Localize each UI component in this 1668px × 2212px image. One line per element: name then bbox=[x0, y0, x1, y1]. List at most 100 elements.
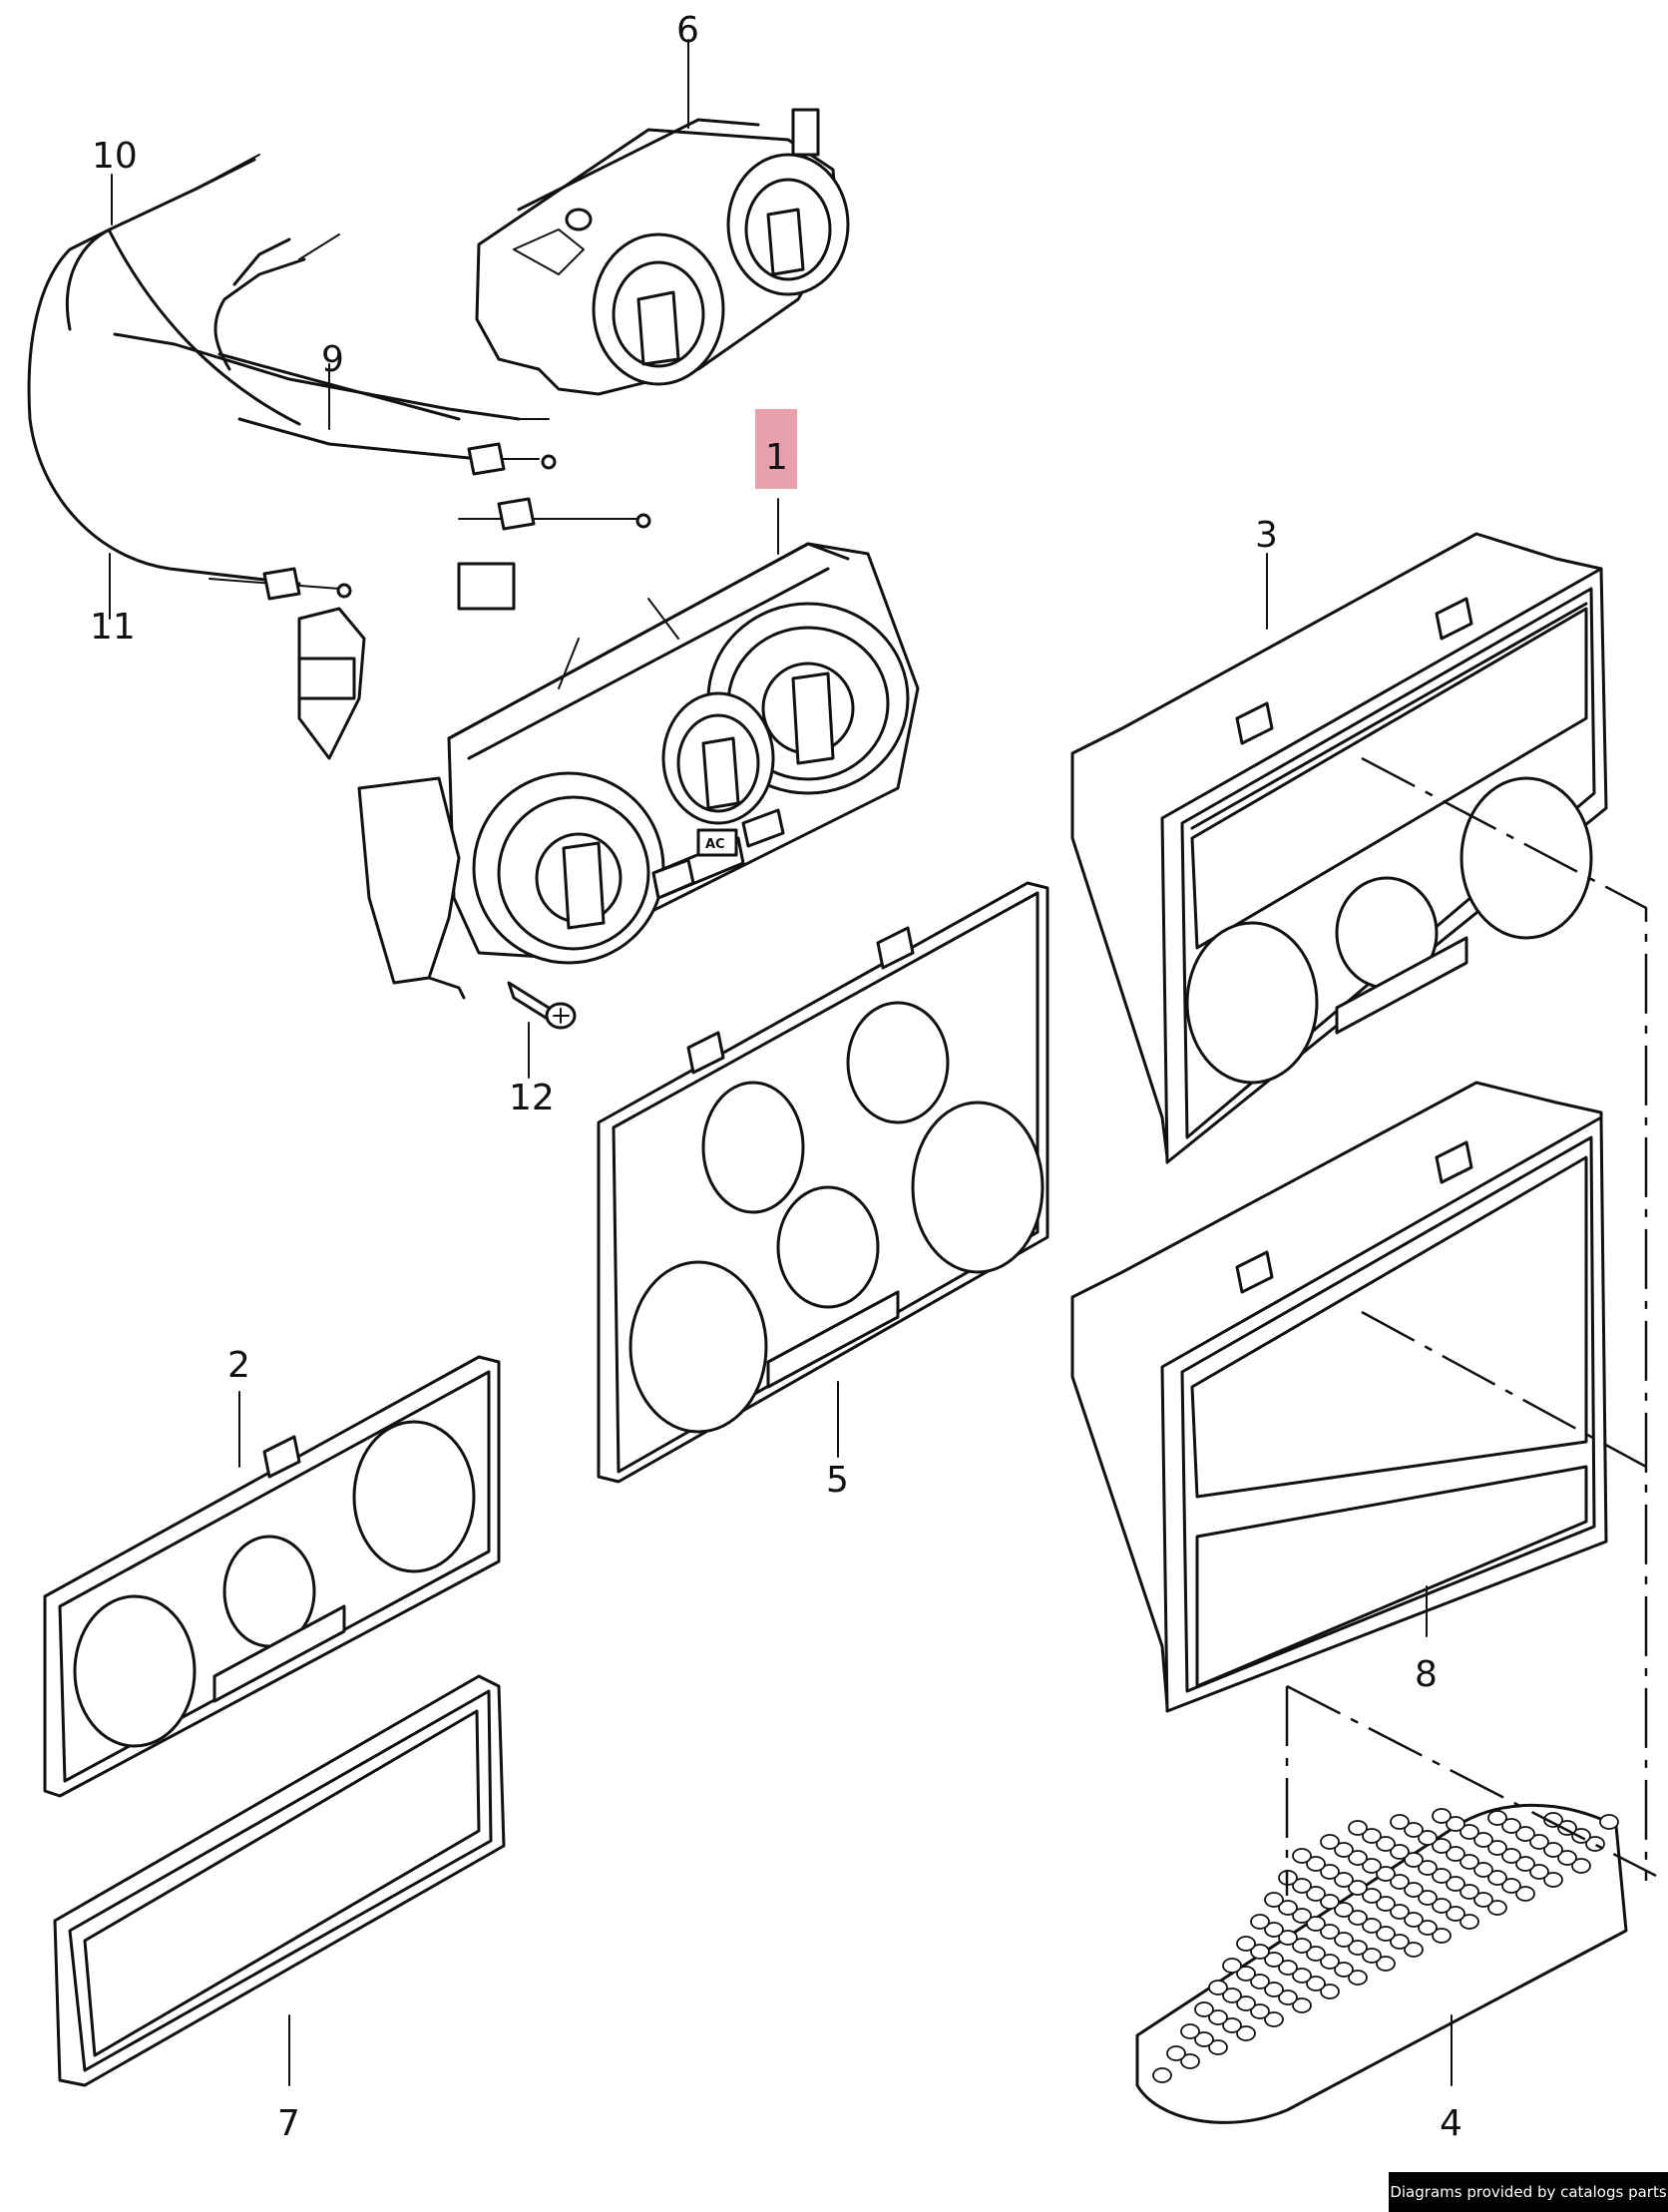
perforation-hole bbox=[1543, 1812, 1563, 1828]
perforation-hole bbox=[1418, 1920, 1438, 1936]
perforation-hole bbox=[1599, 1814, 1619, 1830]
perforation-hole bbox=[1334, 1962, 1354, 1978]
perforation-hole bbox=[1390, 1844, 1410, 1860]
perforation-hole bbox=[1376, 1896, 1396, 1912]
part-8-frame bbox=[1070, 1081, 1608, 1713]
perforation-hole bbox=[1250, 1974, 1270, 1990]
perforation-hole bbox=[1348, 1940, 1368, 1956]
perforation-hole bbox=[1194, 2031, 1214, 2047]
callout-3[interactable]: 3 bbox=[1255, 515, 1278, 556]
perforation-hole bbox=[1348, 1850, 1368, 1866]
perforation-hole bbox=[1222, 1988, 1242, 2003]
perforation-hole bbox=[1515, 1886, 1535, 1902]
perforation-hole bbox=[1432, 1868, 1452, 1884]
perforation-hole bbox=[1446, 1846, 1465, 1862]
perforation-hole bbox=[1264, 1892, 1284, 1908]
perforation-hole bbox=[1390, 1904, 1410, 1920]
perforation-hole bbox=[1390, 1874, 1410, 1890]
perforation-hole bbox=[1264, 1952, 1284, 1968]
assembly-guide-lines bbox=[1285, 756, 1657, 1896]
perforation-hole bbox=[1306, 1856, 1326, 1872]
perforation-hole bbox=[1390, 1934, 1410, 1950]
perforation-hole bbox=[1278, 1900, 1298, 1916]
perforation-hole bbox=[1404, 1912, 1424, 1928]
perforation-hole bbox=[1236, 1936, 1256, 1952]
perforation-hole bbox=[1222, 2017, 1242, 2033]
perforation-hole bbox=[1348, 1880, 1368, 1896]
perforation-hole bbox=[1362, 1918, 1382, 1934]
perforation-hole bbox=[1376, 1836, 1396, 1852]
callout-8[interactable]: 8 bbox=[1415, 1654, 1438, 1695]
callout-10[interactable]: 10 bbox=[92, 136, 138, 177]
perforation-hole bbox=[1418, 1830, 1438, 1846]
perforation-hole bbox=[1487, 1900, 1507, 1916]
ac-button-label: AC bbox=[705, 837, 725, 852]
perforation-hole bbox=[1292, 1938, 1312, 1954]
callout-11[interactable]: 11 bbox=[90, 607, 136, 648]
callout-6[interactable]: 6 bbox=[676, 10, 699, 51]
part-1-highlight bbox=[755, 409, 797, 489]
perforation-hole bbox=[1571, 1828, 1591, 1844]
callout-5[interactable]: 5 bbox=[826, 1460, 849, 1501]
callout-4[interactable]: 4 bbox=[1440, 2103, 1462, 2144]
perforation-hole bbox=[1306, 1946, 1326, 1962]
perforation-hole bbox=[1348, 1970, 1368, 1986]
perforation-hole bbox=[1529, 1864, 1549, 1880]
perforation-hole bbox=[1292, 1848, 1312, 1864]
perforation-hole bbox=[1460, 1854, 1479, 1870]
perforation-hole bbox=[1348, 1820, 1368, 1836]
perforation-hole bbox=[1501, 1818, 1521, 1834]
perforation-hole bbox=[1236, 1995, 1256, 2011]
callout-2[interactable]: 2 bbox=[227, 1345, 250, 1386]
perforation-hole bbox=[1515, 1856, 1535, 1872]
perforation-hole bbox=[1306, 1886, 1326, 1902]
perforation-hole bbox=[1334, 1932, 1354, 1948]
perforation-hole bbox=[1404, 1852, 1424, 1868]
leader-lines bbox=[109, 39, 1453, 2086]
perforation-hole bbox=[1180, 2053, 1200, 2069]
perforation-hole bbox=[1362, 1828, 1382, 1844]
perforation-hole bbox=[1404, 1942, 1424, 1958]
perforation-hole bbox=[1208, 2009, 1228, 2025]
callout-7[interactable]: 7 bbox=[277, 2103, 300, 2144]
part-4-perforated-mat bbox=[1135, 1803, 1628, 2124]
perforation-hole bbox=[1306, 1976, 1326, 1991]
perforation-hole bbox=[1418, 1860, 1438, 1876]
perforation-hole bbox=[1250, 1944, 1270, 1960]
callout-1[interactable]: 1 bbox=[765, 437, 788, 478]
mat-perforations bbox=[1152, 1808, 1619, 2083]
perforation-hole bbox=[1376, 1866, 1396, 1882]
perforation-hole bbox=[1264, 1922, 1284, 1938]
perforation-hole bbox=[1264, 2011, 1284, 2027]
part-5-panel bbox=[597, 881, 1049, 1484]
perforation-hole bbox=[1487, 1870, 1507, 1886]
perforation-hole bbox=[1292, 1908, 1312, 1924]
perforation-hole bbox=[1432, 1928, 1452, 1944]
callout-9[interactable]: 9 bbox=[321, 339, 344, 380]
perforation-hole bbox=[1334, 1872, 1354, 1888]
perforation-hole bbox=[1250, 1914, 1270, 1930]
perforation-hole bbox=[1292, 1997, 1312, 2013]
perforation-hole bbox=[1487, 1810, 1507, 1826]
callout-12[interactable]: 12 bbox=[509, 1078, 555, 1118]
perforation-hole bbox=[1180, 2023, 1200, 2039]
perforation-hole bbox=[1362, 1888, 1382, 1904]
perforation-hole bbox=[1320, 1924, 1340, 1940]
perforation-hole bbox=[1557, 1850, 1577, 1866]
perforation-hole bbox=[1487, 1840, 1507, 1856]
perforation-hole bbox=[1376, 1926, 1396, 1942]
diagram-credit: Diagrams provided by catalogs parts bbox=[1389, 2172, 1668, 2212]
part-2-panel bbox=[43, 1355, 501, 1798]
part-cables bbox=[27, 154, 651, 601]
perforation-hole bbox=[1278, 1990, 1298, 2005]
part-6-control-unit bbox=[475, 108, 850, 396]
perforation-hole bbox=[1418, 1890, 1438, 1906]
perforation-hole bbox=[1250, 2003, 1270, 2019]
perforation-hole bbox=[1152, 2067, 1172, 2083]
perforation-hole bbox=[1320, 1864, 1340, 1880]
perforation-hole bbox=[1320, 1834, 1340, 1850]
perforation-hole bbox=[1348, 1910, 1368, 1926]
perforation-hole bbox=[1376, 1956, 1396, 1972]
perforation-hole bbox=[1208, 2039, 1228, 2055]
